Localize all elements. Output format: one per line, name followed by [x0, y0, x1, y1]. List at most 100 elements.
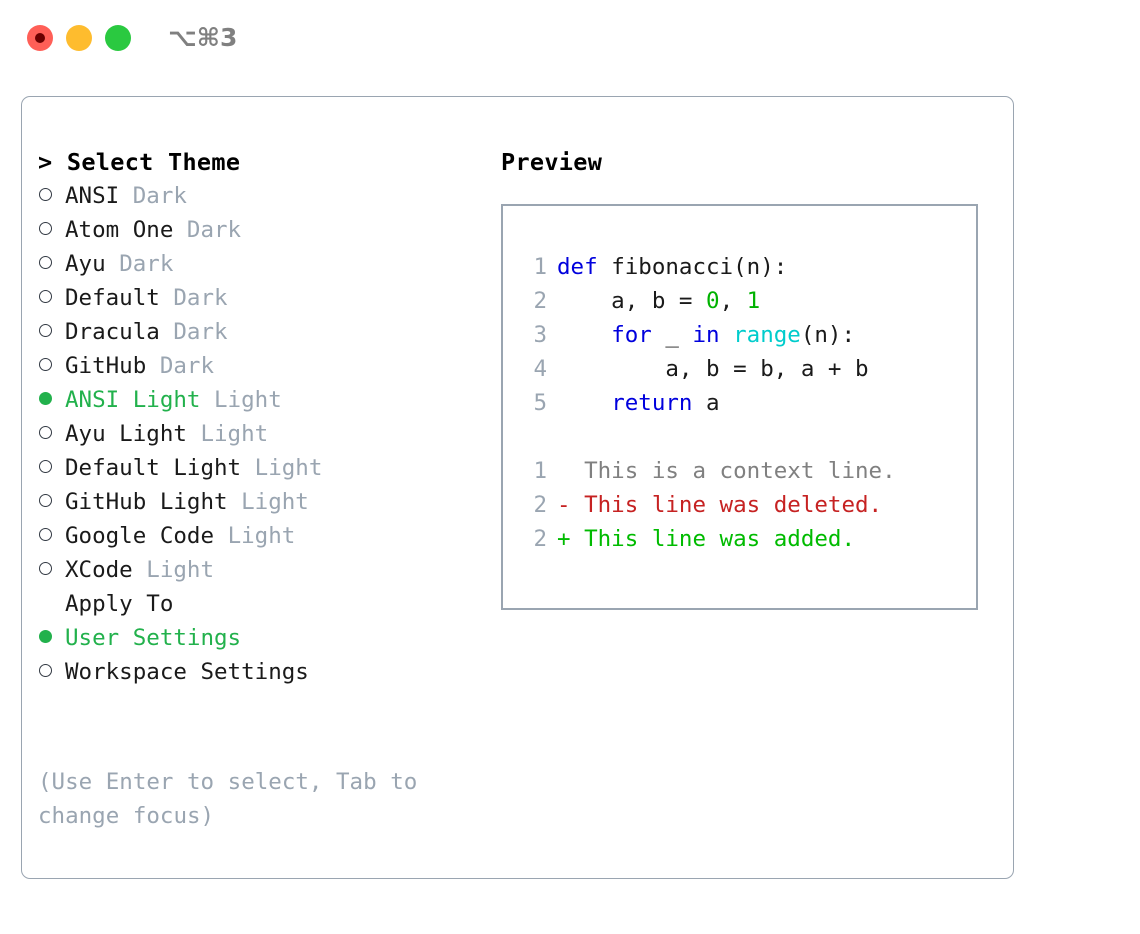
diff-line-del: 2- This line was deleted.	[519, 488, 896, 522]
theme-label-gap	[160, 315, 174, 349]
code-token-num: 1	[746, 288, 761, 314]
theme-option-ansi-light[interactable]: ANSI Light Light	[38, 383, 478, 417]
theme-option-google-code[interactable]: Google Code Light	[38, 519, 478, 553]
diff-line-content: - This line was deleted.	[557, 492, 883, 518]
theme-name-label: ANSI	[65, 183, 120, 209]
bullet-shape	[39, 392, 52, 405]
theme-name-label: Google Code	[65, 523, 215, 549]
select-theme-heading: > Select Theme	[38, 145, 478, 179]
theme-label-gap	[173, 213, 187, 247]
apply-option-user-settings[interactable]: User Settings	[38, 621, 478, 655]
maximize-button[interactable]	[105, 25, 131, 51]
bullet-shape	[39, 664, 52, 677]
code-line-content: return a	[557, 386, 720, 420]
theme-name-label: GitHub Light	[65, 489, 228, 515]
theme-option-dracula[interactable]: Dracula Dark	[38, 315, 478, 349]
theme-label-gap	[146, 349, 160, 383]
keyboard-hint-text: (Use Enter to select, Tab to change focu…	[38, 769, 431, 829]
code-line-content: a, b = b, a + b	[557, 352, 869, 386]
theme-name-label: Ayu Light	[65, 421, 187, 447]
theme-kind-label: Light	[200, 421, 269, 447]
apply-option-workspace-settings[interactable]: Workspace Settings	[38, 655, 478, 689]
diff-line-content: + This line was added.	[557, 526, 856, 552]
theme-option-default[interactable]: Default Dark	[38, 281, 478, 315]
code-line: 3 for _ in range(n):	[519, 318, 896, 352]
code-line: 1 def fibonacci(n):	[519, 250, 896, 284]
diff-line-content: This is a context line.	[557, 458, 896, 484]
theme-label-gap	[133, 553, 147, 587]
bullet-shape	[39, 222, 52, 235]
theme-kind-label: Dark	[173, 285, 228, 311]
theme-kind-label: Dark	[186, 217, 242, 243]
theme-option-ayu[interactable]: Ayu Dark	[38, 247, 478, 281]
bullet-shape	[39, 290, 52, 303]
code-token-txt: a, b = b, a + b	[557, 356, 869, 382]
preview-title: Preview	[501, 148, 603, 176]
apply-to-heading-label: Apply To	[65, 591, 174, 617]
theme-label-gap	[160, 281, 174, 315]
theme-kind-label: Light	[227, 523, 296, 549]
theme-kind-label: Light	[146, 557, 215, 583]
theme-kind-label: Light	[241, 489, 309, 515]
code-token-kw: for	[611, 322, 652, 348]
bullet-shape	[39, 256, 52, 269]
keyboard-shortcut-label: ⌥⌘3	[168, 23, 238, 52]
theme-option-github[interactable]: GitHub Dark	[38, 349, 478, 383]
theme-kind-label: Dark	[132, 183, 187, 209]
bullet-shape	[39, 562, 52, 575]
bullet-shape	[39, 188, 52, 201]
theme-option-atom-one[interactable]: Atom One Dark	[38, 213, 478, 247]
theme-option-github-light[interactable]: GitHub Light Light	[38, 485, 478, 519]
theme-label-gap	[106, 247, 120, 281]
theme-option-ansi[interactable]: ANSI Dark	[38, 179, 478, 213]
theme-name-label: Atom One	[65, 217, 174, 243]
theme-label-gap	[187, 417, 201, 451]
code-token-kw: in	[692, 322, 720, 348]
code-line: 4 a, b = b, a + b	[519, 352, 896, 386]
minimize-button[interactable]	[66, 25, 92, 51]
code-line-number: 4	[533, 356, 547, 382]
select-theme-heading-label: > Select Theme	[38, 148, 241, 176]
code-line-number: 3	[533, 322, 547, 348]
code-line-content: def fibonacci(n):	[557, 250, 787, 284]
bullet-shape	[39, 630, 52, 643]
theme-name-label: XCode	[65, 557, 133, 583]
theme-name-label: Default	[65, 285, 160, 311]
code-token-fn: range	[733, 322, 801, 348]
code-token-txt	[557, 322, 611, 348]
code-line-number: 1	[533, 254, 547, 280]
code-token-txt: (n):	[800, 322, 856, 348]
theme-label-gap	[214, 519, 228, 553]
theme-label-gap	[200, 383, 214, 417]
code-line-content: a, b = 0, 1	[557, 284, 760, 318]
code-line-content: for _ in range(n):	[557, 318, 855, 352]
theme-name-label: Ayu	[65, 251, 106, 277]
theme-option-ayu-light[interactable]: Ayu Light Light	[38, 417, 478, 451]
code-token-txt: a	[692, 390, 720, 416]
apply-to-heading: Apply To	[38, 587, 478, 621]
code-token-txt	[557, 390, 611, 416]
bullet-shape	[39, 528, 52, 541]
theme-name-label: GitHub	[65, 353, 147, 379]
theme-name-label: Dracula	[65, 319, 160, 345]
theme-kind-label: Dark	[173, 319, 228, 345]
code-token-txt: a, b =	[557, 288, 707, 314]
theme-option-default-light[interactable]: Default Light Light	[38, 451, 478, 485]
code-line: 2 a, b = 0, 1	[519, 284, 896, 318]
apply-option-label: User Settings	[65, 625, 242, 651]
code-line-number: 2	[533, 288, 547, 314]
code-token-txt: _	[651, 322, 693, 348]
titlebar: ⌥⌘3	[0, 0, 1140, 78]
theme-name-label: Default Light	[65, 455, 242, 481]
theme-name-label: ANSI Light	[65, 387, 201, 413]
theme-option-xcode[interactable]: XCode Light	[38, 553, 478, 587]
diff-line-number: 1	[533, 458, 547, 484]
theme-label-gap	[119, 179, 133, 213]
code-token-txt	[720, 322, 734, 348]
